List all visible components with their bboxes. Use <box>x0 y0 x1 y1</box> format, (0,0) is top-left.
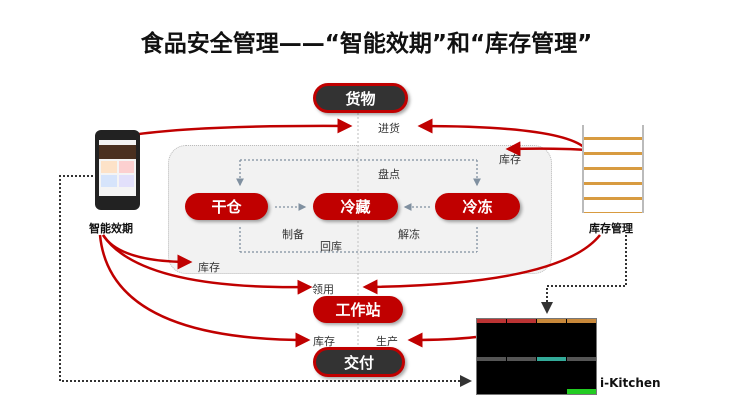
arrow-shelf-collect <box>362 234 601 295</box>
label-stocktake: 盘点 <box>378 168 400 181</box>
shelf-caption: 库存管理 <box>589 222 633 235</box>
node-dry-storage: 干仓 <box>185 193 268 220</box>
label-purchase: 进货 <box>378 122 400 135</box>
arrow-phone-purchase <box>131 118 353 137</box>
node-workstation: 工作站 <box>313 296 403 323</box>
label-stock-left: 库存 <box>198 261 220 274</box>
label-produce: 生产 <box>376 335 398 348</box>
arrow-phone-stock-bottom <box>98 234 311 348</box>
kitchen-screen-icon <box>476 318 597 395</box>
node-chilled: 冷藏 <box>313 193 398 220</box>
label-thaw: 解冻 <box>398 228 420 241</box>
node-frozen: 冷冻 <box>435 193 520 220</box>
node-delivery: 交付 <box>313 347 405 377</box>
arrow-shelf-stock <box>505 141 586 157</box>
arrow-kitchen-produce <box>407 332 477 348</box>
smartphone-icon <box>95 130 140 210</box>
label-collect: 领用 <box>312 283 334 296</box>
arrow-phone-collect <box>101 234 313 295</box>
label-stock-right: 库存 <box>499 153 521 166</box>
label-return: 回库 <box>320 240 342 253</box>
arrow-shelf-purchase <box>417 118 586 149</box>
shelf-icon <box>582 125 644 213</box>
node-goods: 货物 <box>313 83 408 113</box>
phone-caption: 智能效期 <box>89 222 133 235</box>
kitchen-caption: i-Kitchen <box>600 376 661 390</box>
label-prep: 制备 <box>282 228 304 241</box>
label-stock-bottom: 库存 <box>313 335 335 348</box>
page-title: 食品安全管理——“智能效期”和“库存管理” <box>140 31 593 57</box>
